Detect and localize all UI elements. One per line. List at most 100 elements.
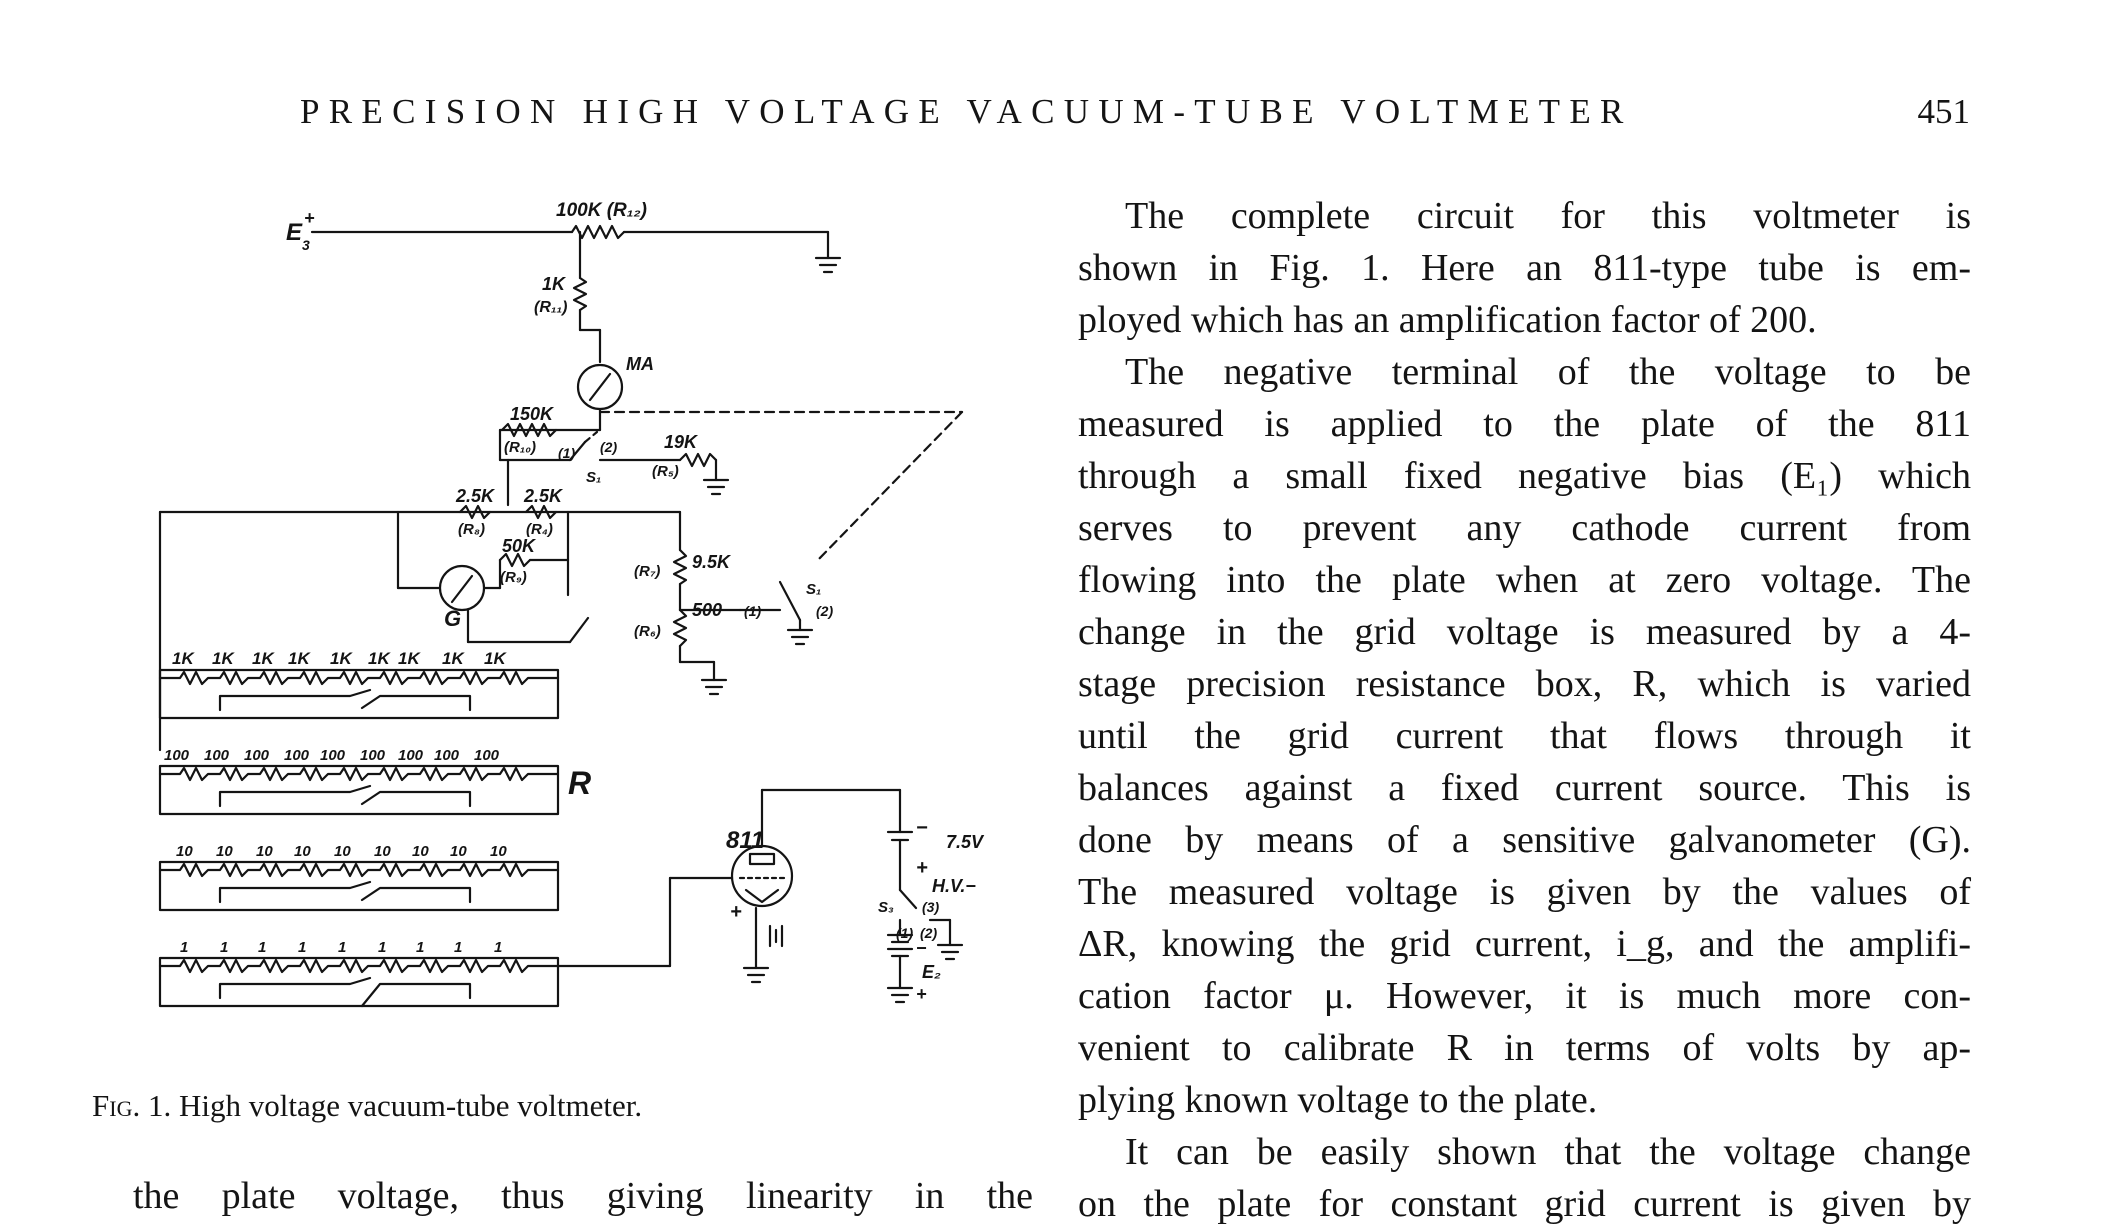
decade-10-label: 10 bbox=[490, 843, 507, 860]
decade-1-label: 1 bbox=[378, 939, 386, 956]
text-line: change in the grid voltage is measured b… bbox=[1078, 611, 1971, 653]
label-s1b-pos2: (2) bbox=[816, 603, 833, 619]
decade-100-label: 100 bbox=[398, 747, 424, 764]
decade-10-label: 10 bbox=[412, 843, 429, 860]
text-line: balances against a fixed current source.… bbox=[1078, 767, 1971, 809]
decade-1-label: 1 bbox=[258, 939, 266, 956]
decade-1-label: 1 bbox=[220, 939, 228, 956]
label-resistance-box: R bbox=[568, 765, 591, 801]
decade-100-label: 100 bbox=[320, 747, 346, 764]
text-line: cation factor μ. However, it is much mor… bbox=[1078, 975, 1971, 1017]
label-r12: 100K (R₁₂) bbox=[556, 200, 647, 221]
decade-10-labels: 10 10 10 10 10 10 10 10 10 bbox=[176, 843, 507, 860]
label-e2-minus: − bbox=[916, 938, 927, 958]
decade-100-label: 100 bbox=[284, 747, 310, 764]
label-tube: 811 bbox=[726, 827, 764, 854]
label-s1-pos2: (2) bbox=[600, 439, 617, 455]
label-s3-pos2: (2) bbox=[920, 925, 937, 941]
text-line: flowing into the plate when at zero volt… bbox=[1078, 559, 1971, 601]
label-s1-pos1: (1) bbox=[558, 445, 575, 461]
text-line: on the plate for constant grid current i… bbox=[1078, 1183, 1971, 1225]
figure-caption-text: High voltage vacuum-tube voltmeter. bbox=[178, 1088, 643, 1123]
label-r4-value: 2.5K bbox=[523, 486, 564, 506]
label-e3: E bbox=[286, 219, 303, 246]
left-column-continuation: the plate voltage, thus giving linearity… bbox=[133, 1175, 1033, 1217]
label-r10-ref: (R₁₀) bbox=[504, 439, 536, 456]
text-line: plying known voltage to the plate. bbox=[1078, 1079, 1598, 1121]
decade-1k-label: 1K bbox=[212, 649, 235, 668]
decade-10-label: 10 bbox=[176, 843, 193, 860]
text-line: ployed which has an amplification factor… bbox=[1078, 299, 1817, 341]
decade-1-label: 1 bbox=[338, 939, 346, 956]
text-line: stage precision resistance box, R, which… bbox=[1078, 663, 1971, 705]
decade-100-label: 100 bbox=[474, 747, 500, 764]
text-line: shown in Fig. 1. Here an 811-type tube i… bbox=[1078, 247, 1971, 289]
decade-10-label: 10 bbox=[374, 843, 391, 860]
label-r5-value: 19K bbox=[664, 432, 699, 452]
figure-1-circuit-diagram: E 3 + 100K (R₁₂) 1K (R₁₁) MA 150K (R₁₀) … bbox=[140, 190, 1020, 1080]
decade-1-label: 1 bbox=[416, 939, 424, 956]
label-grid-plus: + bbox=[730, 901, 742, 923]
label-bias-plus: + bbox=[916, 857, 928, 879]
label-r5-ref: (R₅) bbox=[652, 463, 679, 480]
label-e2-plus: + bbox=[916, 984, 927, 1004]
decade-100-labels: 100 100 100 100 100 100 100 100 100 bbox=[164, 747, 500, 764]
decade-1-label: 1 bbox=[298, 939, 306, 956]
decade-1k-label: 1K bbox=[442, 649, 465, 668]
decade-10-label: 10 bbox=[294, 843, 311, 860]
decade-10-label: 10 bbox=[216, 843, 233, 860]
text-line: venient to calibrate R in terms of volts… bbox=[1078, 1027, 1971, 1069]
decade-1-labels: 1 1 1 1 1 1 1 1 1 bbox=[180, 939, 502, 956]
text-line: ΔR, knowing the grid current, i_g, and t… bbox=[1078, 923, 1971, 965]
label-s3-name: S₃ bbox=[878, 899, 894, 916]
decade-10-label: 10 bbox=[256, 843, 273, 860]
label-hv: H.V.− bbox=[932, 876, 976, 896]
text-line: serves to prevent any cathode current fr… bbox=[1078, 507, 1971, 549]
decade-1-label: 1 bbox=[180, 939, 188, 956]
label-e2: E₂ bbox=[922, 962, 941, 982]
decade-1k-label: 1K bbox=[330, 649, 353, 668]
label-r11-ref: (R₁₁) bbox=[534, 299, 567, 316]
right-column-text: The complete circuit for this voltmeter … bbox=[1078, 190, 1971, 1230]
decade-1-label: 1 bbox=[454, 939, 462, 956]
text-line: It can be easily shown that the voltage … bbox=[1125, 1131, 1971, 1173]
text-line: The complete circuit for this voltmeter … bbox=[1125, 195, 1971, 237]
label-galvanometer: G bbox=[444, 606, 461, 631]
label-r8-ref: (R₈) bbox=[458, 521, 485, 538]
label-bias-voltage: 7.5V bbox=[946, 832, 985, 852]
decade-1k-label: 1K bbox=[368, 649, 391, 668]
figure-caption-label: Fig. 1. bbox=[92, 1088, 172, 1123]
label-r9-value: 50K bbox=[502, 536, 537, 556]
text-line: through a small fixed negative bias (E₁)… bbox=[1078, 455, 1971, 497]
label-bias-minus: − bbox=[916, 817, 928, 839]
text-line: The measured voltage is given by the val… bbox=[1078, 871, 1971, 913]
decade-1k-labels: 1K 1K 1K 1K 1K 1K 1K 1K 1K bbox=[172, 649, 507, 668]
text-line: done by means of a sensitive galvanomete… bbox=[1078, 819, 1971, 861]
decade-1k-label: 1K bbox=[172, 649, 195, 668]
label-e3-plus: + bbox=[304, 208, 315, 228]
label-s3-pos3: (3) bbox=[922, 899, 939, 915]
decade-1k-label: 1K bbox=[252, 649, 275, 668]
label-ma: MA bbox=[626, 354, 654, 374]
label-r7-value: 9.5K bbox=[692, 552, 732, 572]
text-line: The negative terminal of the voltage to … bbox=[1125, 351, 1971, 393]
decade-100-label: 100 bbox=[164, 747, 190, 764]
decade-10-label: 10 bbox=[450, 843, 467, 860]
label-r4-ref: (R₄) bbox=[526, 521, 553, 538]
figure-caption: Fig. 1. High voltage vacuum-tube voltmet… bbox=[92, 1088, 642, 1124]
decade-1-label: 1 bbox=[494, 939, 502, 956]
label-r8-value: 2.5K bbox=[455, 486, 496, 506]
journal-page: PRECISION HIGH VOLTAGE VACUUM-TUBE VOLTM… bbox=[92, 92, 1971, 1225]
decade-10-label: 10 bbox=[334, 843, 351, 860]
label-s3-pos1: (1) bbox=[896, 925, 913, 941]
text-line: measured is applied to the plate of the … bbox=[1078, 403, 1971, 445]
label-r7-ref: (R₇) bbox=[634, 563, 660, 580]
decade-100-label: 100 bbox=[360, 747, 386, 764]
label-s1-name: S₁ bbox=[586, 469, 601, 486]
schematic: E 3 + 100K (R₁₂) 1K (R₁₁) MA 150K (R₁₀) … bbox=[158, 200, 985, 1008]
decade-100-label: 100 bbox=[204, 747, 230, 764]
label-s1b-pos1: (1) bbox=[744, 603, 761, 619]
label-r10-value: 150K bbox=[510, 404, 555, 424]
decade-100-label: 100 bbox=[244, 747, 270, 764]
label-r9-ref: (R₉) bbox=[500, 569, 527, 586]
